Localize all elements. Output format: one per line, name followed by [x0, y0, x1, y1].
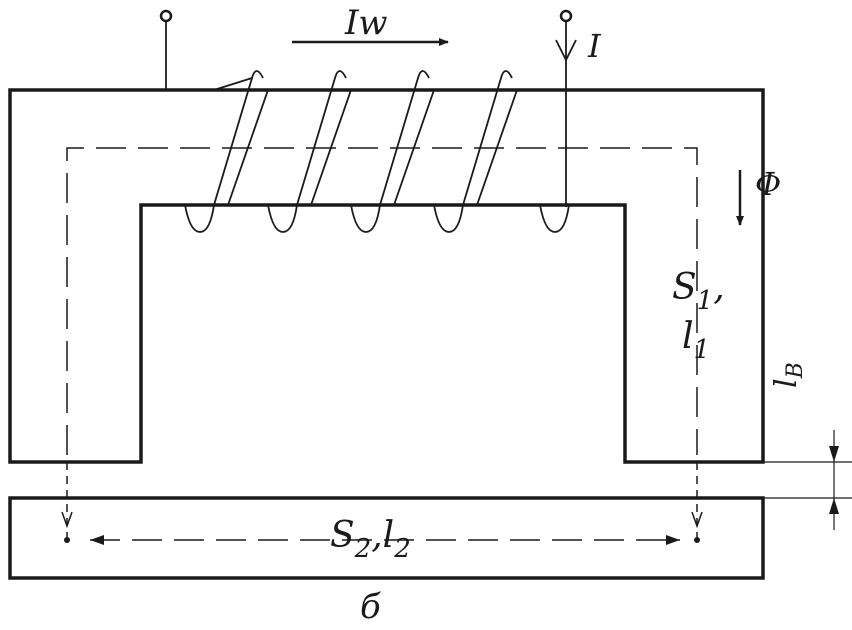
coil-mmf-text: Iw	[345, 3, 388, 43]
left-terminal	[159, 9, 173, 23]
flux-mean-path	[66, 147, 698, 455]
lower-bar-outline	[8, 496, 765, 580]
down-arrow-right	[691, 511, 703, 529]
current-arrow	[555, 39, 577, 63]
bar-arrow-left	[90, 535, 104, 545]
current-label: I	[588, 30, 601, 62]
bar-path-dot-right	[694, 537, 700, 543]
bar-arrow-right	[666, 535, 680, 545]
right-terminal	[559, 9, 573, 23]
gap-arrow-bottom	[829, 498, 839, 514]
upper-core-length: l1	[682, 316, 711, 365]
air-gap-label: lВ	[769, 362, 808, 388]
flux-text: Φ	[755, 165, 782, 203]
coil-winding	[184, 70, 570, 233]
coil-mmf-label: Iw	[345, 6, 388, 40]
current-text: I	[588, 27, 601, 65]
down-arrow-left	[61, 511, 73, 529]
lower-bar-label: S2,l2	[330, 515, 411, 564]
upper-core-area: S1,	[672, 267, 725, 316]
u-core-outline	[8, 88, 765, 464]
bar-path-dot-left	[64, 537, 70, 543]
figure-caption: б	[360, 587, 381, 627]
coil-segment-left	[213, 77, 253, 91]
flux-label: Φ	[755, 168, 781, 200]
gap-arrow-top	[829, 446, 839, 462]
upper-core-label: S1, l1	[672, 265, 725, 365]
